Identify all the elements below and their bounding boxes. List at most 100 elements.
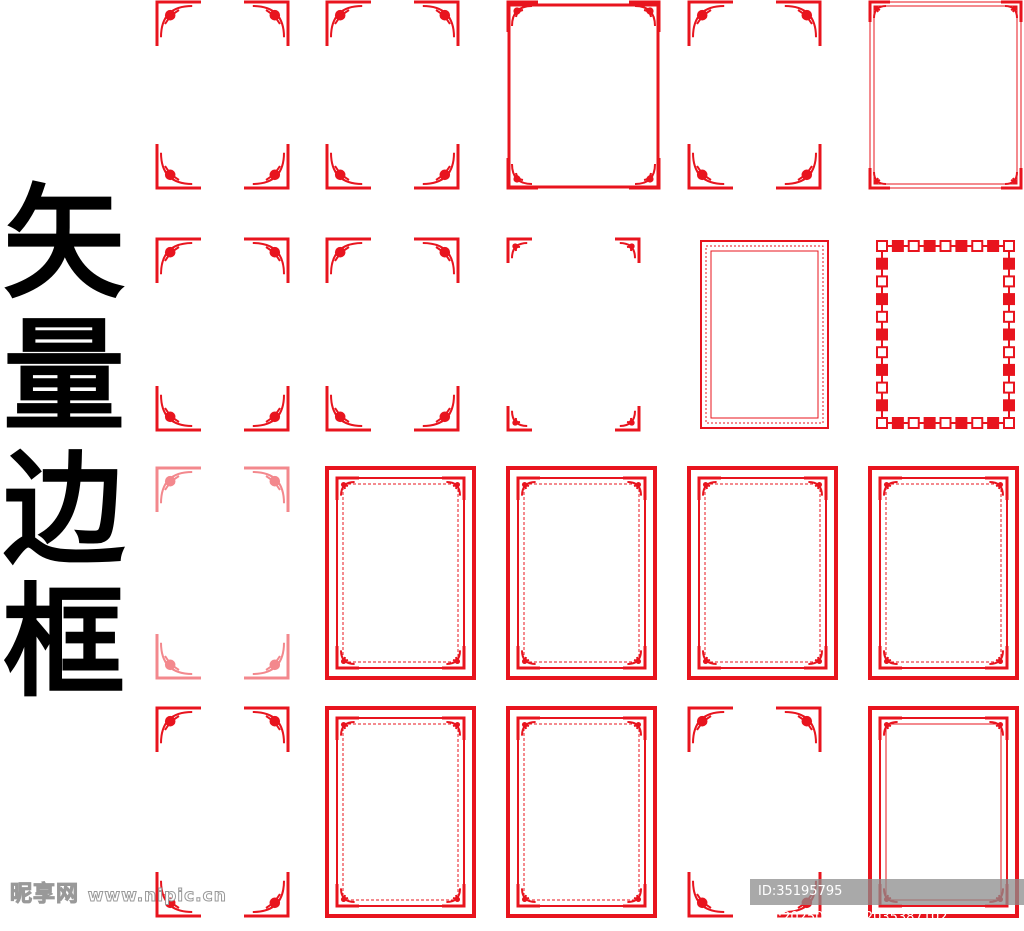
frame-graphic bbox=[325, 466, 476, 680]
corner-ornament bbox=[687, 0, 733, 46]
corner-ornament bbox=[244, 634, 290, 680]
frame-thick bbox=[868, 466, 1023, 680]
title-char: 矢 bbox=[3, 173, 125, 315]
title-char: 边 bbox=[3, 439, 125, 581]
frame-corners-small bbox=[506, 237, 641, 432]
corner-ornament bbox=[615, 237, 641, 263]
frame-graphic bbox=[506, 706, 657, 918]
frame-thick bbox=[325, 466, 480, 680]
corner-ornament bbox=[687, 872, 733, 918]
corner-ornament bbox=[244, 466, 290, 512]
frame-graphic bbox=[868, 0, 1023, 190]
corner-ornament bbox=[325, 0, 371, 46]
corner-ornament bbox=[629, 0, 661, 32]
corner-ornament bbox=[414, 0, 460, 46]
corner-ornament bbox=[516, 476, 540, 500]
corner-ornament bbox=[335, 646, 359, 670]
corner-ornament bbox=[878, 716, 902, 740]
frame-graphic bbox=[506, 0, 661, 190]
watermark-logo-text: 昵享网 bbox=[9, 882, 80, 908]
corner-ornament bbox=[244, 386, 290, 432]
corner-ornament bbox=[697, 646, 721, 670]
corner-ornament bbox=[776, 144, 822, 190]
corner-ornament bbox=[335, 476, 359, 500]
frame-thick bbox=[687, 466, 842, 680]
frame-graphic bbox=[325, 706, 476, 918]
frame-thick bbox=[325, 706, 480, 918]
corner-ornament bbox=[244, 0, 290, 46]
frame-graphic bbox=[687, 466, 838, 680]
corner-ornament bbox=[155, 872, 201, 918]
corner-ornament bbox=[325, 237, 371, 283]
corner-ornament bbox=[442, 716, 466, 740]
title-char: 框 bbox=[3, 572, 125, 714]
corner-ornament bbox=[155, 237, 201, 283]
corner-ornament bbox=[985, 476, 1009, 500]
corner-ornament bbox=[868, 0, 890, 22]
frame-graphic bbox=[868, 466, 1019, 680]
frame-corners bbox=[155, 237, 290, 432]
corner-ornament bbox=[804, 476, 828, 500]
corner-ornament bbox=[804, 646, 828, 670]
corner-ornament bbox=[414, 386, 460, 432]
corner-ornament bbox=[878, 646, 902, 670]
frame-corners bbox=[325, 237, 460, 432]
frame-graphic bbox=[506, 466, 657, 680]
corner-ornament bbox=[155, 634, 201, 680]
watermark-logo: 昵享网 www.nipic.cn bbox=[9, 876, 227, 908]
frame-corners-light bbox=[155, 466, 290, 680]
vertical-title: 矢 量 边 框 bbox=[0, 178, 128, 710]
corner-ornament bbox=[506, 0, 538, 32]
corner-ornament bbox=[623, 476, 647, 500]
title-char: 量 bbox=[3, 306, 125, 448]
frame-graphic bbox=[155, 237, 290, 432]
frame-chain bbox=[868, 237, 1023, 432]
corner-ornament bbox=[629, 158, 661, 190]
frame-thick bbox=[506, 706, 661, 918]
frame-corners bbox=[325, 0, 460, 190]
corner-ornament bbox=[516, 884, 540, 908]
corner-ornament bbox=[615, 406, 641, 432]
frame-graphic bbox=[687, 0, 822, 190]
watermark-url: www.nipic.cn bbox=[87, 886, 227, 907]
frame-thin-double bbox=[868, 0, 1023, 190]
corner-ornament bbox=[244, 872, 290, 918]
corner-ornament bbox=[325, 386, 371, 432]
corner-ornament bbox=[878, 476, 902, 500]
corner-ornament bbox=[414, 144, 460, 190]
frame-graphic bbox=[506, 237, 641, 432]
corner-ornament bbox=[687, 144, 733, 190]
corner-ornament bbox=[414, 237, 460, 283]
corner-ornament bbox=[623, 716, 647, 740]
corner-ornament bbox=[697, 476, 721, 500]
corner-ornament bbox=[335, 884, 359, 908]
corner-ornament bbox=[506, 406, 532, 432]
corner-ornament bbox=[335, 716, 359, 740]
frame-graphic bbox=[155, 466, 290, 680]
frame-corners bbox=[155, 0, 290, 190]
corner-ornament bbox=[1001, 168, 1023, 190]
corner-ornament bbox=[155, 0, 201, 46]
frame-graphic bbox=[325, 0, 460, 190]
frame-graphic bbox=[325, 237, 460, 432]
corner-ornament bbox=[155, 386, 201, 432]
corner-ornament bbox=[985, 646, 1009, 670]
corner-ornament bbox=[985, 716, 1009, 740]
corner-ornament bbox=[244, 237, 290, 283]
corner-ornament bbox=[868, 168, 890, 190]
corner-ornament bbox=[155, 466, 201, 512]
corner-ornament bbox=[506, 237, 532, 263]
corner-ornament bbox=[506, 158, 538, 190]
corner-ornament bbox=[442, 884, 466, 908]
corner-ornament bbox=[325, 144, 371, 190]
corner-ornament bbox=[155, 144, 201, 190]
corner-ornament bbox=[687, 706, 733, 752]
frame-corners bbox=[687, 0, 822, 190]
corner-ornament bbox=[1001, 0, 1023, 22]
corner-ornament bbox=[155, 706, 201, 752]
frame-thick bbox=[506, 466, 661, 680]
corner-ornament bbox=[442, 646, 466, 670]
corner-ornament bbox=[244, 144, 290, 190]
corner-ornament bbox=[442, 476, 466, 500]
